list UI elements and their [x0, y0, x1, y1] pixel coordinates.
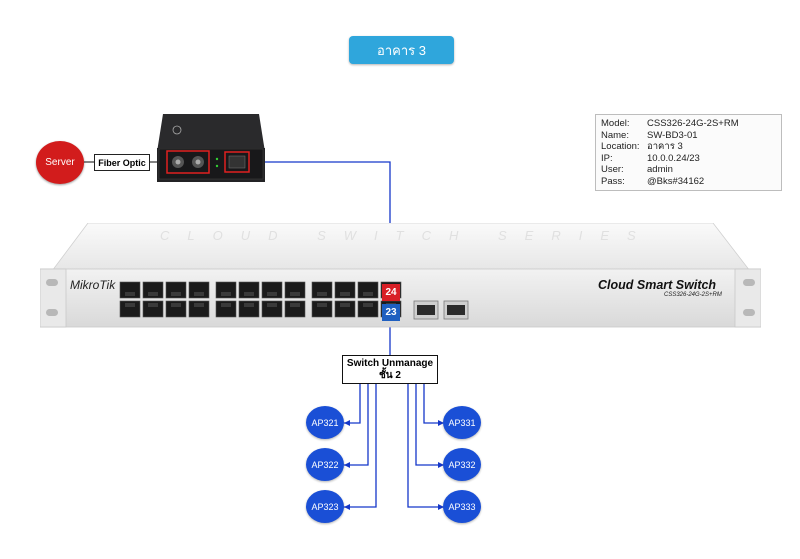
- info-row-pass: Pass: @Bks#34162: [601, 176, 781, 188]
- info-value: SW-BD3-01: [647, 129, 698, 141]
- info-row-location: Location: อาคาร 3: [601, 141, 781, 153]
- switch-product-name: Cloud Smart Switch: [598, 278, 717, 292]
- building-title-badge: อาคาร 3: [349, 36, 454, 64]
- info-key: Pass:: [601, 175, 625, 187]
- info-row-model: Model: CSS326-24G-2S+RM: [601, 118, 781, 130]
- ap-label: AP323: [311, 501, 339, 512]
- port-23-badge: 23: [382, 304, 400, 321]
- port-24-badge: 24: [382, 284, 400, 301]
- info-row-user: User: admin: [601, 164, 781, 176]
- info-key: User:: [601, 164, 624, 175]
- ap-label: AP322: [311, 459, 339, 470]
- ap332-link: [415, 384, 444, 466]
- info-value: 10.0.0.24/23: [647, 152, 700, 164]
- ap323-link: [344, 384, 377, 508]
- mikrotik-switch: [40, 223, 761, 328]
- ap331-link: [423, 384, 444, 424]
- unmanaged-switch-label: Switch Unmanage: [346, 358, 434, 369]
- ap333-link: [407, 384, 444, 508]
- ap-node: AP333: [443, 490, 481, 523]
- info-value: CSS326-24G-2S+RM: [647, 118, 739, 129]
- info-row-ip: IP: 10.0.0.24/23: [601, 153, 781, 165]
- server-label: Server: [45, 157, 75, 168]
- unmanaged-switch-floor: ชั้น 2: [379, 370, 401, 381]
- info-row-name: Name: SW-BD3-01: [601, 130, 781, 142]
- ap-label: AP332: [448, 459, 476, 470]
- fiber-optic-label: Fiber Optic: [94, 154, 150, 171]
- info-value: admin: [647, 164, 673, 175]
- server-node: Server: [36, 141, 84, 184]
- ap322-link: [344, 384, 369, 466]
- info-value: @Bks#34162: [647, 175, 705, 187]
- unmanaged-switch-box: Switch Unmanage ชั้น 2: [342, 355, 438, 384]
- switch-series-text: CLOUD SWITCH SERIES: [160, 228, 654, 243]
- ap-node: AP321: [306, 406, 344, 439]
- ap-label: AP333: [448, 501, 476, 512]
- switch-model-label: CSS326-24G-2S+RM: [664, 292, 722, 298]
- media-converter-icon: [157, 114, 265, 182]
- ap-node: AP331: [443, 406, 481, 439]
- ap321-link: [344, 384, 361, 424]
- info-key: IP:: [601, 152, 613, 164]
- ap-node: AP323: [306, 490, 344, 523]
- ap-node: AP332: [443, 448, 481, 481]
- info-value: อาคาร 3: [647, 141, 683, 152]
- switch-info-box: Model: CSS326-24G-2S+RM Name: SW-BD3-01 Lo…: [595, 114, 782, 191]
- ap-label: AP321: [311, 417, 339, 428]
- ap-label: AP331: [448, 417, 476, 428]
- switch-brand: MikroTik: [70, 278, 116, 292]
- info-key: Location:: [601, 141, 640, 152]
- arrowheads: [344, 420, 444, 510]
- ap-node: AP322: [306, 448, 344, 481]
- info-key: Model:: [601, 118, 630, 129]
- info-key: Name:: [601, 129, 629, 141]
